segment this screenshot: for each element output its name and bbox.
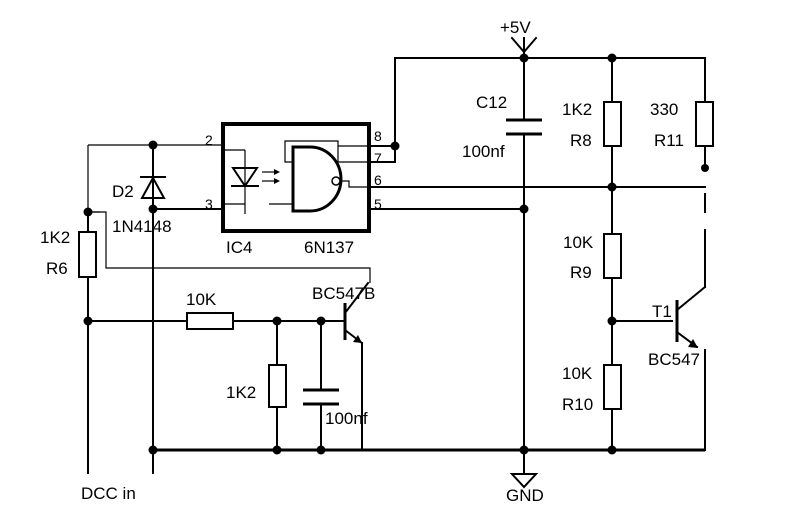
base-resistor-body bbox=[186, 312, 234, 330]
r6-ref-label: R6 bbox=[46, 259, 68, 278]
r9-body bbox=[603, 233, 622, 279]
r9-ref-label: R9 bbox=[570, 263, 592, 282]
transistor-t1: T1 BC547 bbox=[648, 229, 707, 451]
r10-value-label: 10K bbox=[562, 364, 593, 383]
r11-body bbox=[695, 101, 714, 147]
ic4-body bbox=[221, 122, 371, 233]
ground-label: GND bbox=[506, 486, 544, 505]
optocoupler-ic4: 2 3 8 7 6 5 IC4 6N137 bbox=[205, 122, 382, 257]
r11-value-label: 330 bbox=[650, 100, 678, 119]
r11-ref-label: R11 bbox=[654, 131, 684, 150]
led-icon bbox=[231, 167, 259, 188]
supply-label: +5V bbox=[500, 18, 531, 37]
junction-dots bbox=[83, 53, 709, 455]
ground-symbol-icon bbox=[509, 473, 539, 489]
r8-value-label: 1K2 bbox=[562, 100, 592, 119]
pin-6-label: 6 bbox=[374, 172, 382, 188]
left-transistor-part-label: BC547B bbox=[312, 284, 375, 303]
supply-rail: +5V bbox=[394, 18, 706, 146]
bottom-resistor-value-label: 1K2 bbox=[226, 383, 256, 402]
pin-8-label: 8 bbox=[374, 128, 382, 144]
divider-chain: 1K2 R8 10K R9 10K R10 bbox=[562, 57, 673, 451]
r10-ref-label: R10 bbox=[562, 395, 593, 414]
capacitor-c12: C12 100nf bbox=[462, 93, 542, 161]
ground-rail: GND bbox=[153, 133, 705, 505]
r6-body bbox=[78, 231, 97, 278]
pin-5-label: 5 bbox=[374, 196, 382, 212]
r8-ref-label: R8 bbox=[570, 131, 592, 150]
base-resistor-value-label: 10K bbox=[186, 290, 217, 309]
resistor-r6: 1K2 R6 bbox=[40, 228, 97, 278]
resistor-r11: 330 R11 bbox=[650, 57, 714, 213]
transistor-left: BC547B bbox=[312, 281, 375, 451]
input-wires: DCC in bbox=[81, 144, 371, 503]
pin-2-label: 2 bbox=[205, 132, 213, 148]
ic4-ref-label: IC4 bbox=[226, 238, 252, 257]
bottom-capacitor-value-label: 100nf bbox=[325, 409, 368, 428]
diode-icon bbox=[140, 175, 166, 199]
pin-7-label: 7 bbox=[374, 150, 382, 166]
d2-ref-label: D2 bbox=[112, 182, 134, 201]
dcc-input-label: DCC in bbox=[81, 484, 136, 503]
r9-value-label: 10K bbox=[563, 233, 594, 252]
supply-arrow-icon bbox=[510, 36, 538, 54]
r10-body bbox=[603, 364, 622, 410]
bottom-filter: 1K2 100nf bbox=[226, 320, 368, 451]
r6-value-label: 1K2 bbox=[40, 228, 70, 247]
d2-part-label: 1N4148 bbox=[112, 217, 172, 236]
ic4-part-label: 6N137 bbox=[304, 238, 354, 257]
resistor-base: 10K bbox=[186, 290, 234, 330]
pin-3-label: 3 bbox=[205, 196, 213, 212]
opto-output-wires bbox=[368, 144, 706, 210]
c12-value-label: 100nf bbox=[462, 142, 505, 161]
t1-part-label: BC547 bbox=[648, 350, 700, 369]
r8-body bbox=[603, 101, 622, 147]
diode-d2: D2 1N4148 bbox=[112, 175, 172, 236]
c12-ref-label: C12 bbox=[476, 93, 507, 112]
bottom-resistor-body bbox=[268, 364, 287, 408]
t1-ref-label: T1 bbox=[652, 302, 672, 321]
